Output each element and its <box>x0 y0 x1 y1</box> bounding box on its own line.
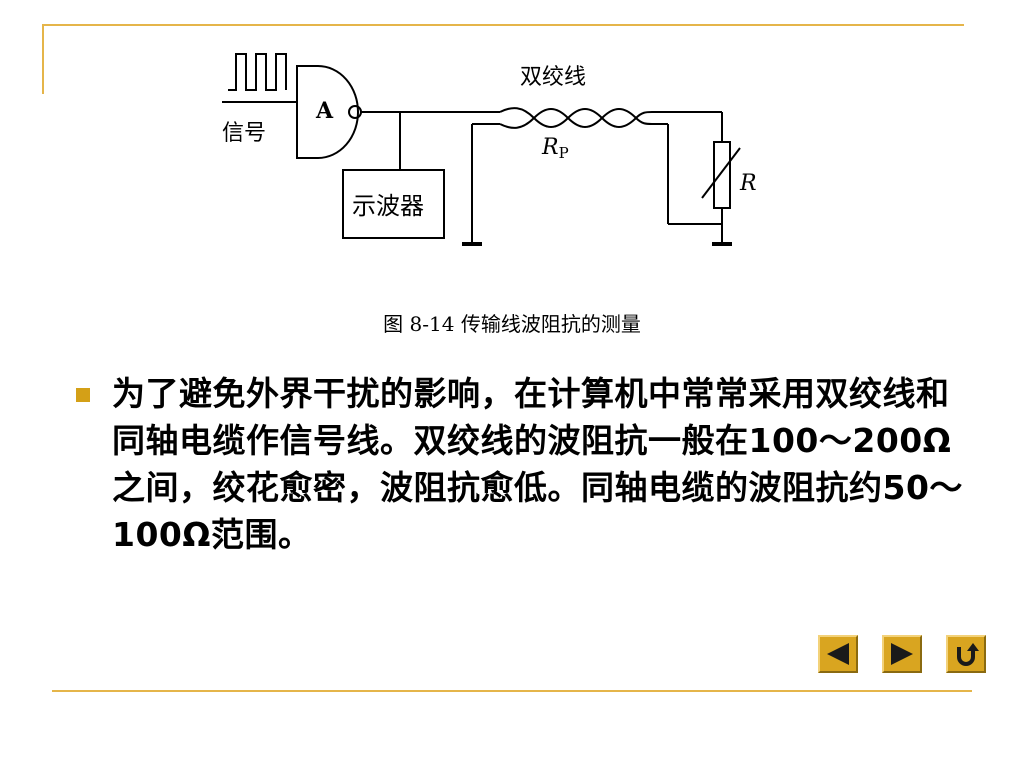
bullet-square-icon <box>76 388 90 402</box>
variable-resistor <box>713 141 731 209</box>
frame-top-line <box>42 24 964 26</box>
twisted-pair-label: 双绞线 <box>520 65 586 90</box>
return-arrow-icon <box>957 643 979 666</box>
twisted-pair-coils <box>499 107 653 128</box>
signal-label: 信号 <box>222 121 266 146</box>
triangle-right-icon <box>891 643 913 665</box>
frame-bottom-line <box>52 690 972 692</box>
pulse-waveform <box>228 53 287 91</box>
gate-label: A <box>315 98 334 124</box>
rp-subscript: P <box>559 144 569 162</box>
nand-gate-bubble <box>348 105 362 119</box>
body-paragraph: 为了避免外界干扰的影响，在计算机中常常采用双绞线和同轴电缆作信号线。双绞线的波阻… <box>112 374 963 554</box>
figure-caption: 图 8-14 传输线波阻抗的测量 <box>383 312 641 336</box>
nand-gate <box>296 65 359 159</box>
oscilloscope-box <box>342 169 445 239</box>
variable-resistor-arrow <box>701 147 741 199</box>
oscilloscope-label: 示波器 <box>352 192 424 220</box>
frame-left-line <box>42 24 44 94</box>
next-slide-button[interactable] <box>882 635 922 673</box>
triangle-left-icon <box>827 643 849 665</box>
return-button[interactable] <box>946 635 986 673</box>
measurement-circuit-diagram: A 信号 示波器 双绞线 RP R <box>222 53 757 246</box>
rp-label: RP <box>541 135 569 162</box>
resistor-label: R <box>739 171 757 196</box>
previous-slide-button[interactable] <box>818 635 858 673</box>
